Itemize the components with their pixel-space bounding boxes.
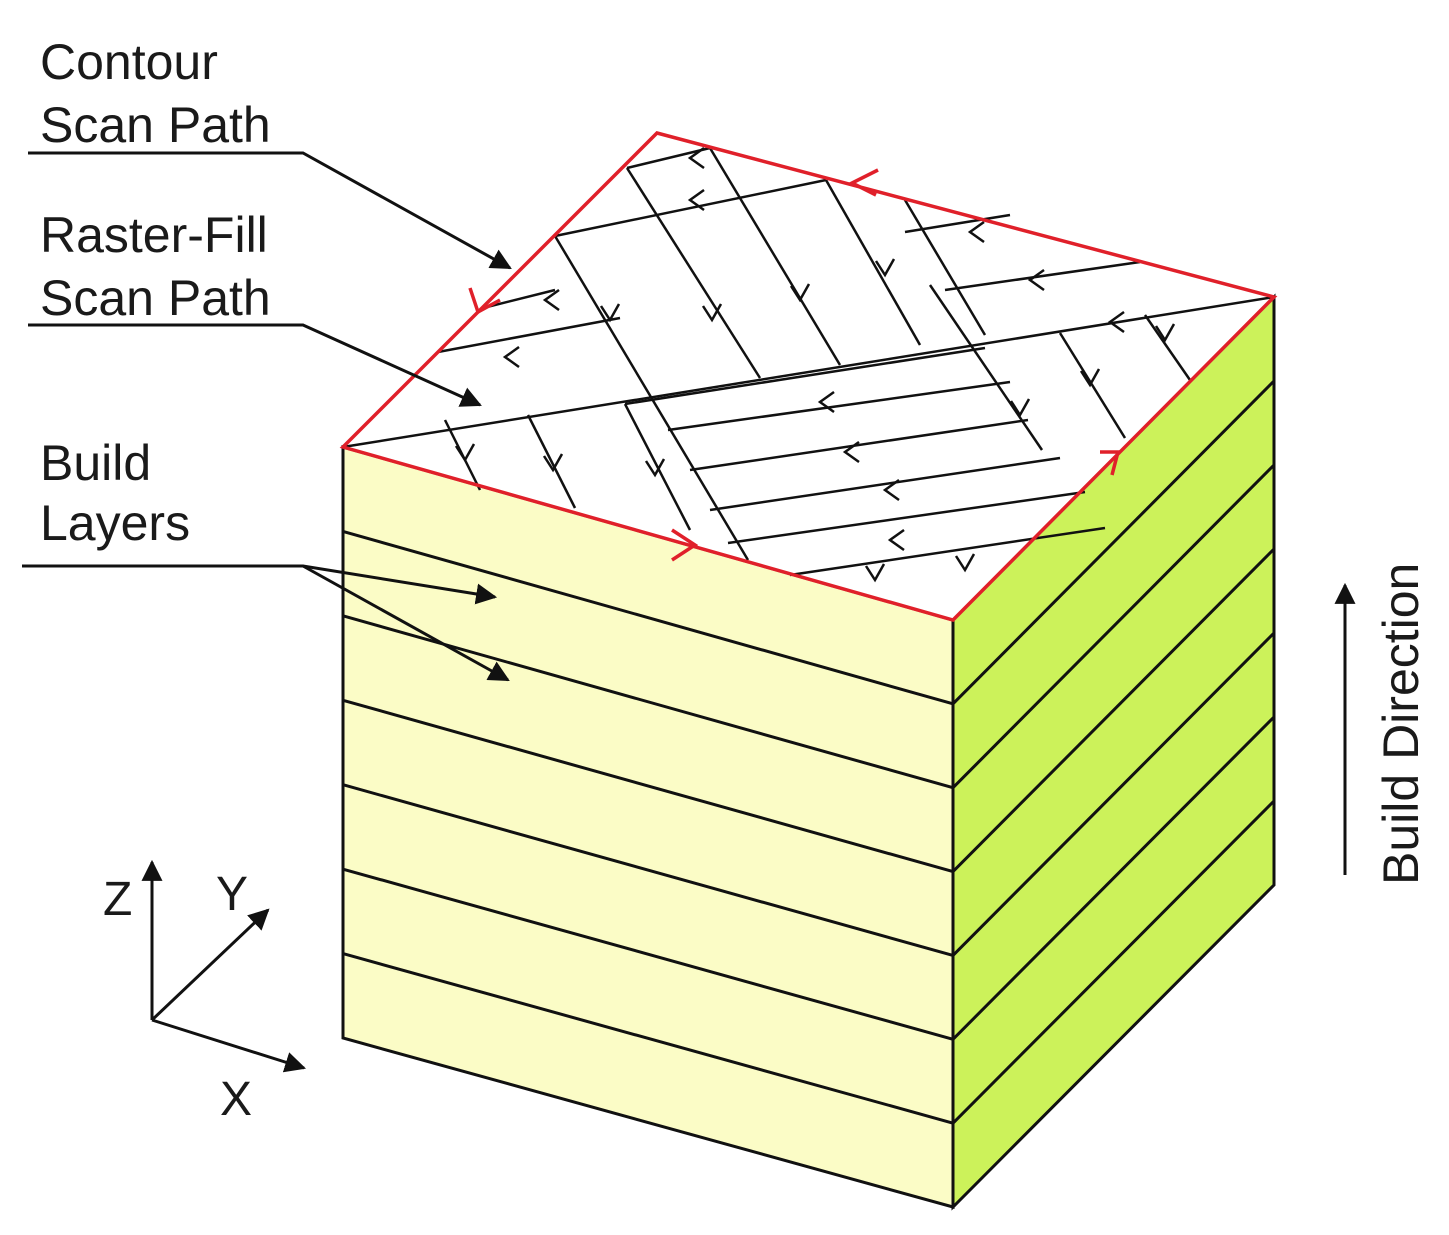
- raster-arrow-down: [542, 453, 564, 473]
- contour-label-line1: Contour: [40, 34, 218, 90]
- front-layer-line: [342, 783, 954, 957]
- raster-arrow-down: [874, 258, 896, 278]
- front-layer-line: [342, 529, 954, 706]
- front-layer-line: [342, 698, 954, 874]
- contour-label-line2: Scan Path: [40, 97, 271, 153]
- raster-arrow-down: [864, 563, 886, 583]
- raster-arrow-left: [542, 288, 560, 312]
- raster-arrow-left: [887, 528, 905, 552]
- raster-arrow-down: [701, 303, 723, 323]
- raster-arrow-left: [1107, 310, 1125, 334]
- raster-arrow-down: [644, 458, 666, 478]
- raster-arrow-down: [954, 553, 976, 573]
- raster-direction-arrows: [454, 146, 1176, 583]
- side-layer-line: [951, 631, 1276, 957]
- layers-label-line1: Build: [40, 435, 151, 491]
- side-layer-lines: [951, 379, 1276, 1125]
- raster-arrow-down: [1009, 398, 1031, 418]
- raster-arrow-down: [454, 443, 476, 463]
- raster-arrow-left: [687, 188, 705, 212]
- contour-direction-arrows: [468, 168, 1121, 562]
- raster-label-line2: Scan Path: [40, 270, 271, 326]
- coordinate-axes: [141, 859, 307, 1073]
- raster-label-line1: Raster-Fill: [40, 207, 268, 263]
- y-axis-label: Y: [216, 868, 248, 921]
- side-layer-line: [951, 379, 1276, 705]
- raster-arrow-down: [1154, 323, 1176, 343]
- raster-arrow-left: [1027, 268, 1045, 292]
- raster-arrow-left: [967, 220, 985, 244]
- contour-scan-path: [339, 131, 1278, 622]
- raster-arrow-left: [502, 345, 520, 369]
- raster-arrow-left: [882, 478, 900, 502]
- raster-arrow-left: [842, 440, 860, 464]
- raster-arrow-left: [817, 390, 835, 414]
- side-layer-line: [951, 547, 1276, 873]
- raster-fill-paths: [342, 146, 1275, 577]
- raster-arrow-down: [789, 283, 811, 303]
- z-axis-label: Z: [103, 873, 132, 926]
- side-layer-line: [951, 463, 1276, 789]
- side-layer-line: [951, 799, 1276, 1125]
- raster-arrow-down: [1079, 368, 1101, 388]
- front-layer-line: [342, 952, 954, 1125]
- side-layer-line: [951, 715, 1276, 1041]
- x-axis-label: X: [220, 1073, 252, 1126]
- raster-arrow-left: [687, 146, 705, 170]
- raster-arrow-down: [599, 303, 621, 323]
- build-direction-label: Build Direction: [1373, 563, 1429, 885]
- layers-label-line2: Layers: [40, 495, 190, 551]
- leader-lines: [22, 151, 512, 682]
- front-layer-line: [342, 867, 954, 1041]
